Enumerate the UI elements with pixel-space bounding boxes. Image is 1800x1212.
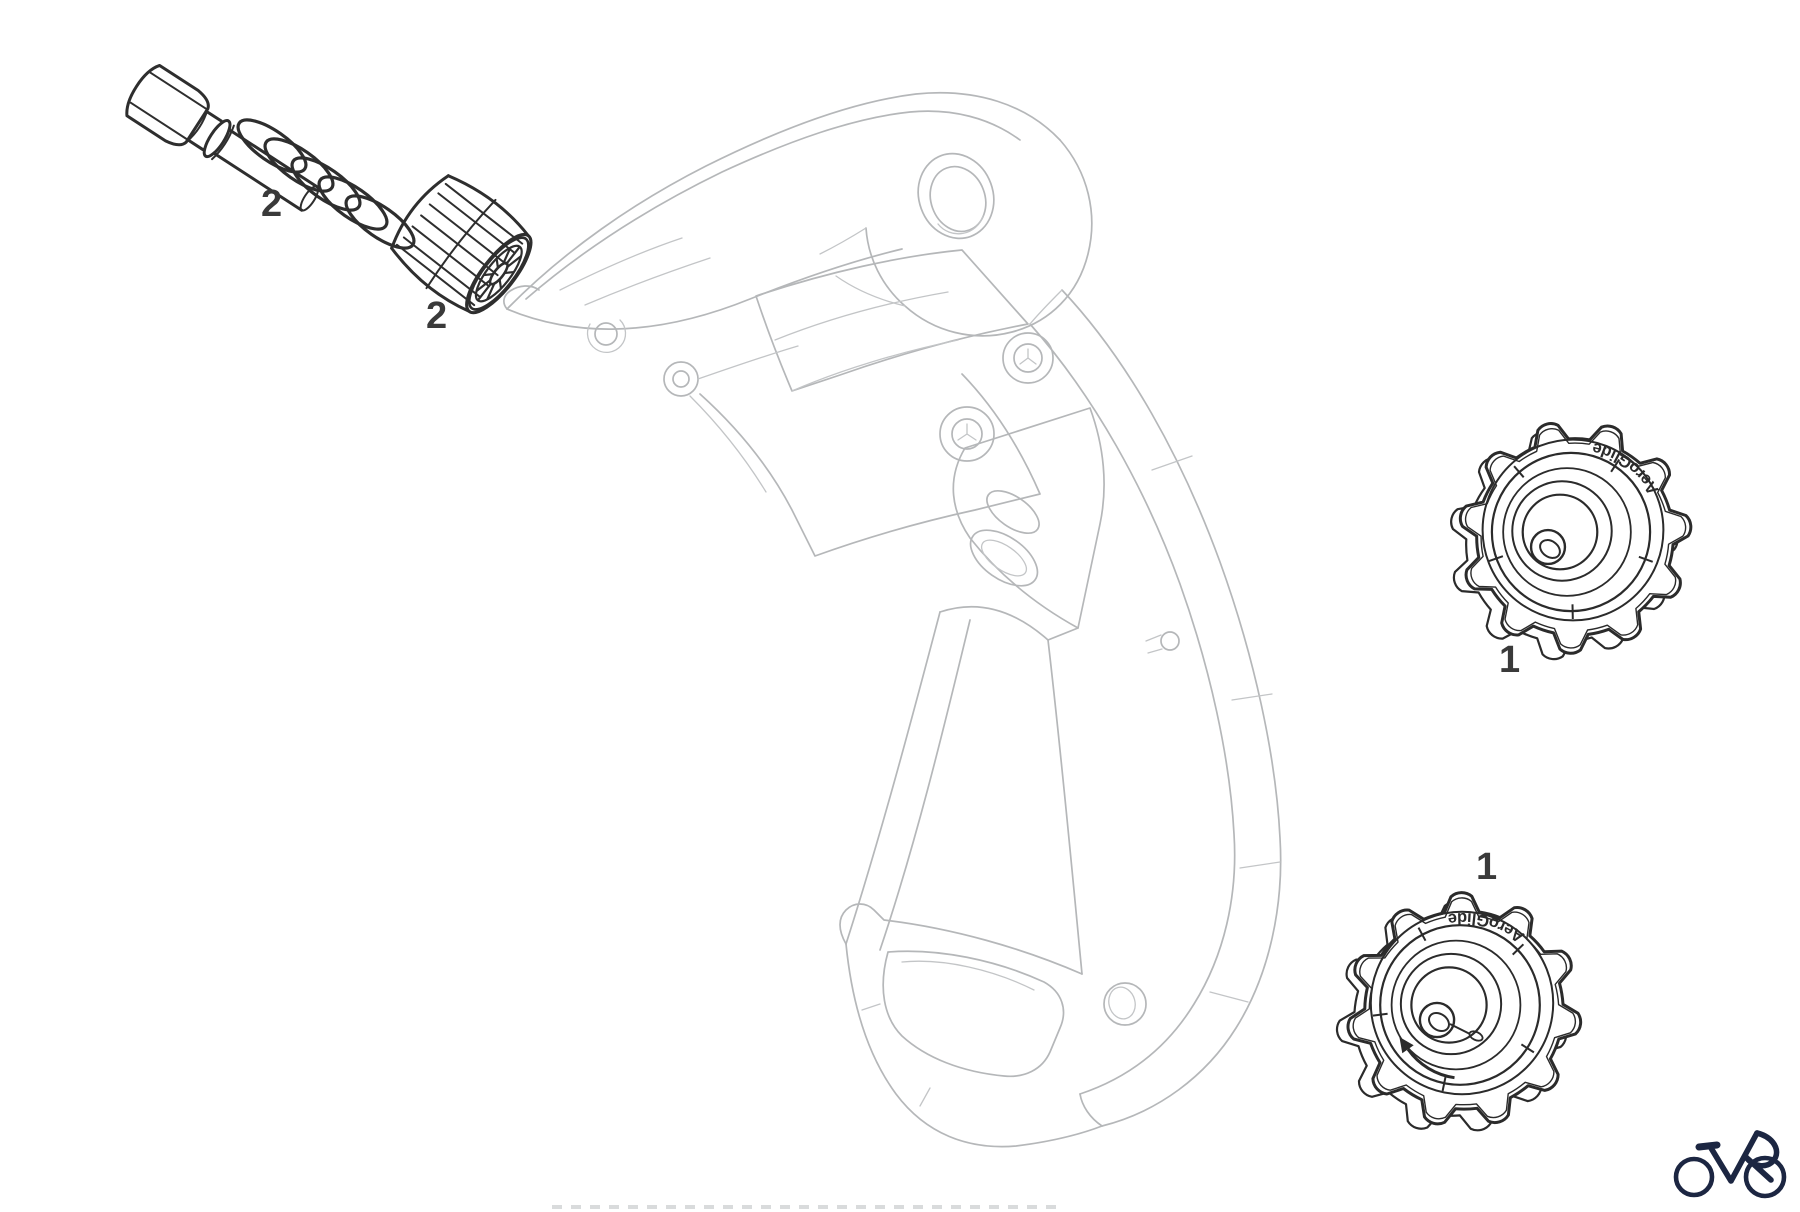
adjuster-bolt	[125, 63, 320, 212]
label-spring-bolt: 2	[261, 183, 282, 225]
label-lower-pulley: 1	[1476, 846, 1497, 888]
upper-jockey-wheel: AeroGlide	[1450, 422, 1693, 661]
adjuster-face-star	[460, 230, 538, 318]
barrel-adjuster	[390, 174, 538, 318]
derailleur-body-outline	[503, 91, 1282, 1148]
bicycle-logo-icon	[1673, 1130, 1787, 1199]
label-upper-pulley: 1	[1499, 639, 1520, 681]
lower-jockey-wheel: AeroGlide	[1335, 891, 1583, 1132]
label-barrel-adjuster: 2	[426, 295, 447, 337]
